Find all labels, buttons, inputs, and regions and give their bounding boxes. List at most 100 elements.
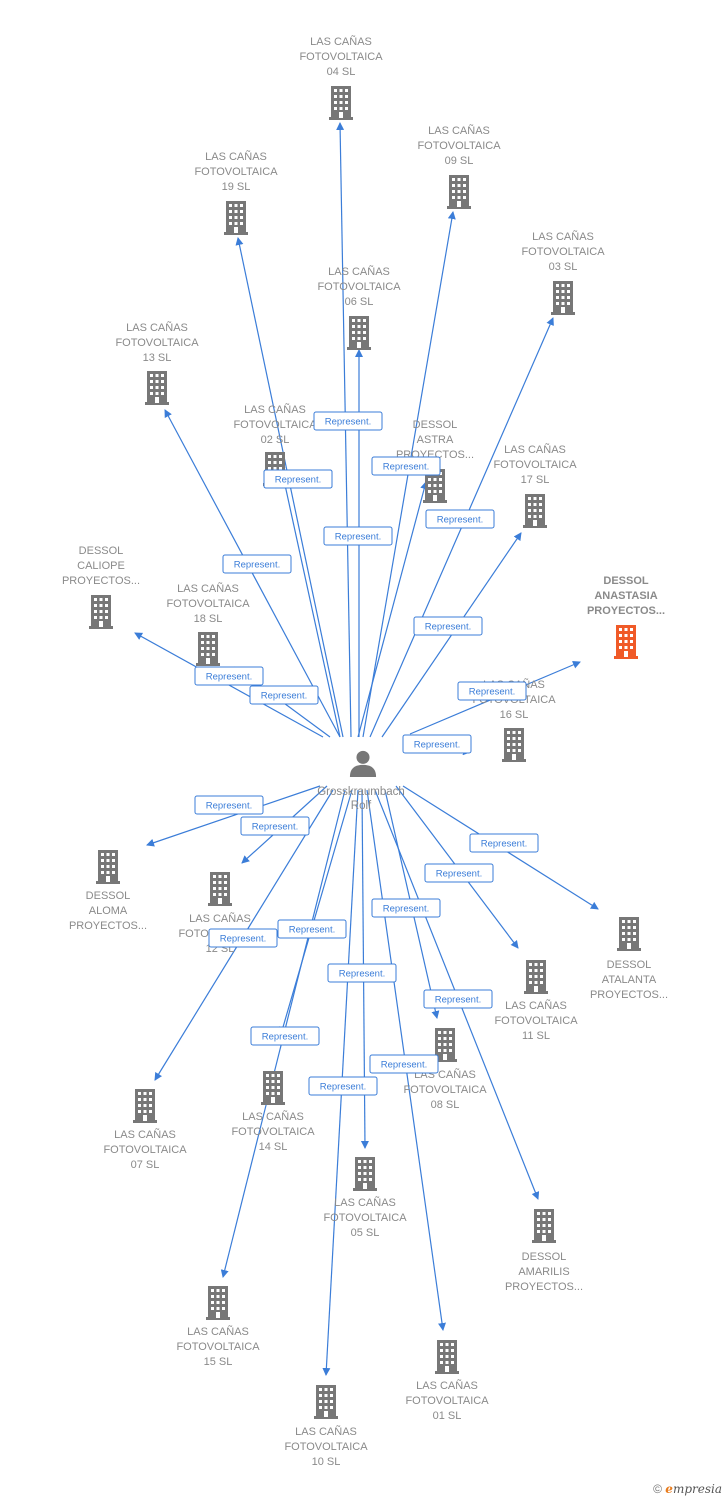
- footer-credit: © empresia: [653, 1482, 722, 1496]
- edge-label-las-canas-07[interactable]: Represent.: [208, 928, 278, 948]
- edge-dessol-astra: [357, 481, 429, 738]
- edge-label-las-canas-09[interactable]: Represent.: [371, 456, 441, 476]
- edge-label-text: Represent.: [435, 995, 481, 1006]
- edge-las-canas-14: [279, 789, 353, 1035]
- edge-label-dessol-aloma[interactable]: Represent.: [194, 795, 264, 815]
- edge-label-dessol-anastasia[interactable]: Represent.: [457, 681, 527, 701]
- edge-las-canas-02: [277, 461, 341, 738]
- edge-dessol-aloma: [146, 785, 321, 847]
- edge-label-las-canas-03[interactable]: Represent.: [425, 509, 495, 529]
- building-icon: [329, 86, 353, 120]
- edge-label-dessol-caliope[interactable]: Represent.: [194, 666, 264, 686]
- person-icon: [349, 750, 377, 777]
- edge-label-dessol-astra[interactable]: Represent.: [323, 526, 393, 546]
- building-icon: [532, 1209, 556, 1243]
- edge-label-las-canas-15[interactable]: Represent.: [250, 1026, 320, 1046]
- building-icon: [261, 1071, 285, 1105]
- building-icon: [435, 1340, 459, 1374]
- edge-label-las-canas-12[interactable]: Represent.: [240, 816, 310, 836]
- edge-label-las-canas-13[interactable]: Represent.: [222, 554, 292, 574]
- edge-label-box: [194, 666, 264, 686]
- edge-label-las-canas-01[interactable]: Represent.: [369, 1054, 439, 1074]
- edge-label-box: [425, 509, 495, 529]
- edge-label-text: Represent.: [425, 622, 471, 633]
- edge-label-las-canas-02[interactable]: Represent.: [263, 469, 333, 489]
- building-icon: [551, 281, 575, 315]
- edge-label-las-canas-14[interactable]: Represent.: [277, 919, 347, 939]
- edge-label-las-canas-06[interactable]: Represent.: [313, 411, 383, 431]
- edge-label-text: Represent.: [481, 839, 527, 850]
- edge-label-las-canas-16[interactable]: Represent.: [402, 734, 472, 754]
- building-icon: [224, 201, 248, 235]
- building-icon: [502, 728, 526, 762]
- building-icon: [617, 917, 641, 951]
- edge-label-las-canas-17[interactable]: Represent.: [413, 616, 483, 636]
- edge-label-box: [222, 554, 292, 574]
- edge-label-text: Represent.: [275, 475, 321, 486]
- edge-label-text: Represent.: [320, 1082, 366, 1093]
- edge-label-text: Represent.: [261, 691, 307, 702]
- edge-label-box: [240, 816, 310, 836]
- edge-label-las-canas-08[interactable]: Represent.: [371, 898, 441, 918]
- edge-label-dessol-atalanta[interactable]: Represent.: [469, 833, 539, 853]
- edge-label-las-canas-05[interactable]: Represent.: [327, 963, 397, 983]
- building-icon: [133, 1089, 157, 1123]
- edge-label-text: Represent.: [252, 822, 298, 833]
- edge-label-text: Represent.: [381, 1060, 427, 1071]
- building-icon: [614, 625, 638, 659]
- edge-label-box: [413, 616, 483, 636]
- edge-label-las-canas-10[interactable]: Represent.: [308, 1076, 378, 1096]
- edge-label-text: Represent.: [383, 904, 429, 915]
- building-icon: [208, 872, 232, 906]
- edge-label-box: [208, 928, 278, 948]
- edge-label-las-canas-18[interactable]: Represent.: [249, 685, 319, 705]
- edge-label-dessol-amarilis[interactable]: Represent.: [423, 989, 493, 1009]
- brand-logo[interactable]: empresia: [665, 1482, 722, 1496]
- edge-label-text: Represent.: [335, 532, 381, 543]
- edge-label-box: [323, 526, 393, 546]
- copyright-symbol: ©: [653, 1482, 662, 1496]
- building-icon: [447, 175, 471, 209]
- building-icon: [523, 494, 547, 528]
- building-icon: [524, 960, 548, 994]
- edge-label-las-canas-11[interactable]: Represent.: [424, 863, 494, 883]
- building-icon: [96, 850, 120, 884]
- edge-label-text: Represent.: [437, 515, 483, 526]
- edge-label-text: Represent.: [469, 687, 515, 698]
